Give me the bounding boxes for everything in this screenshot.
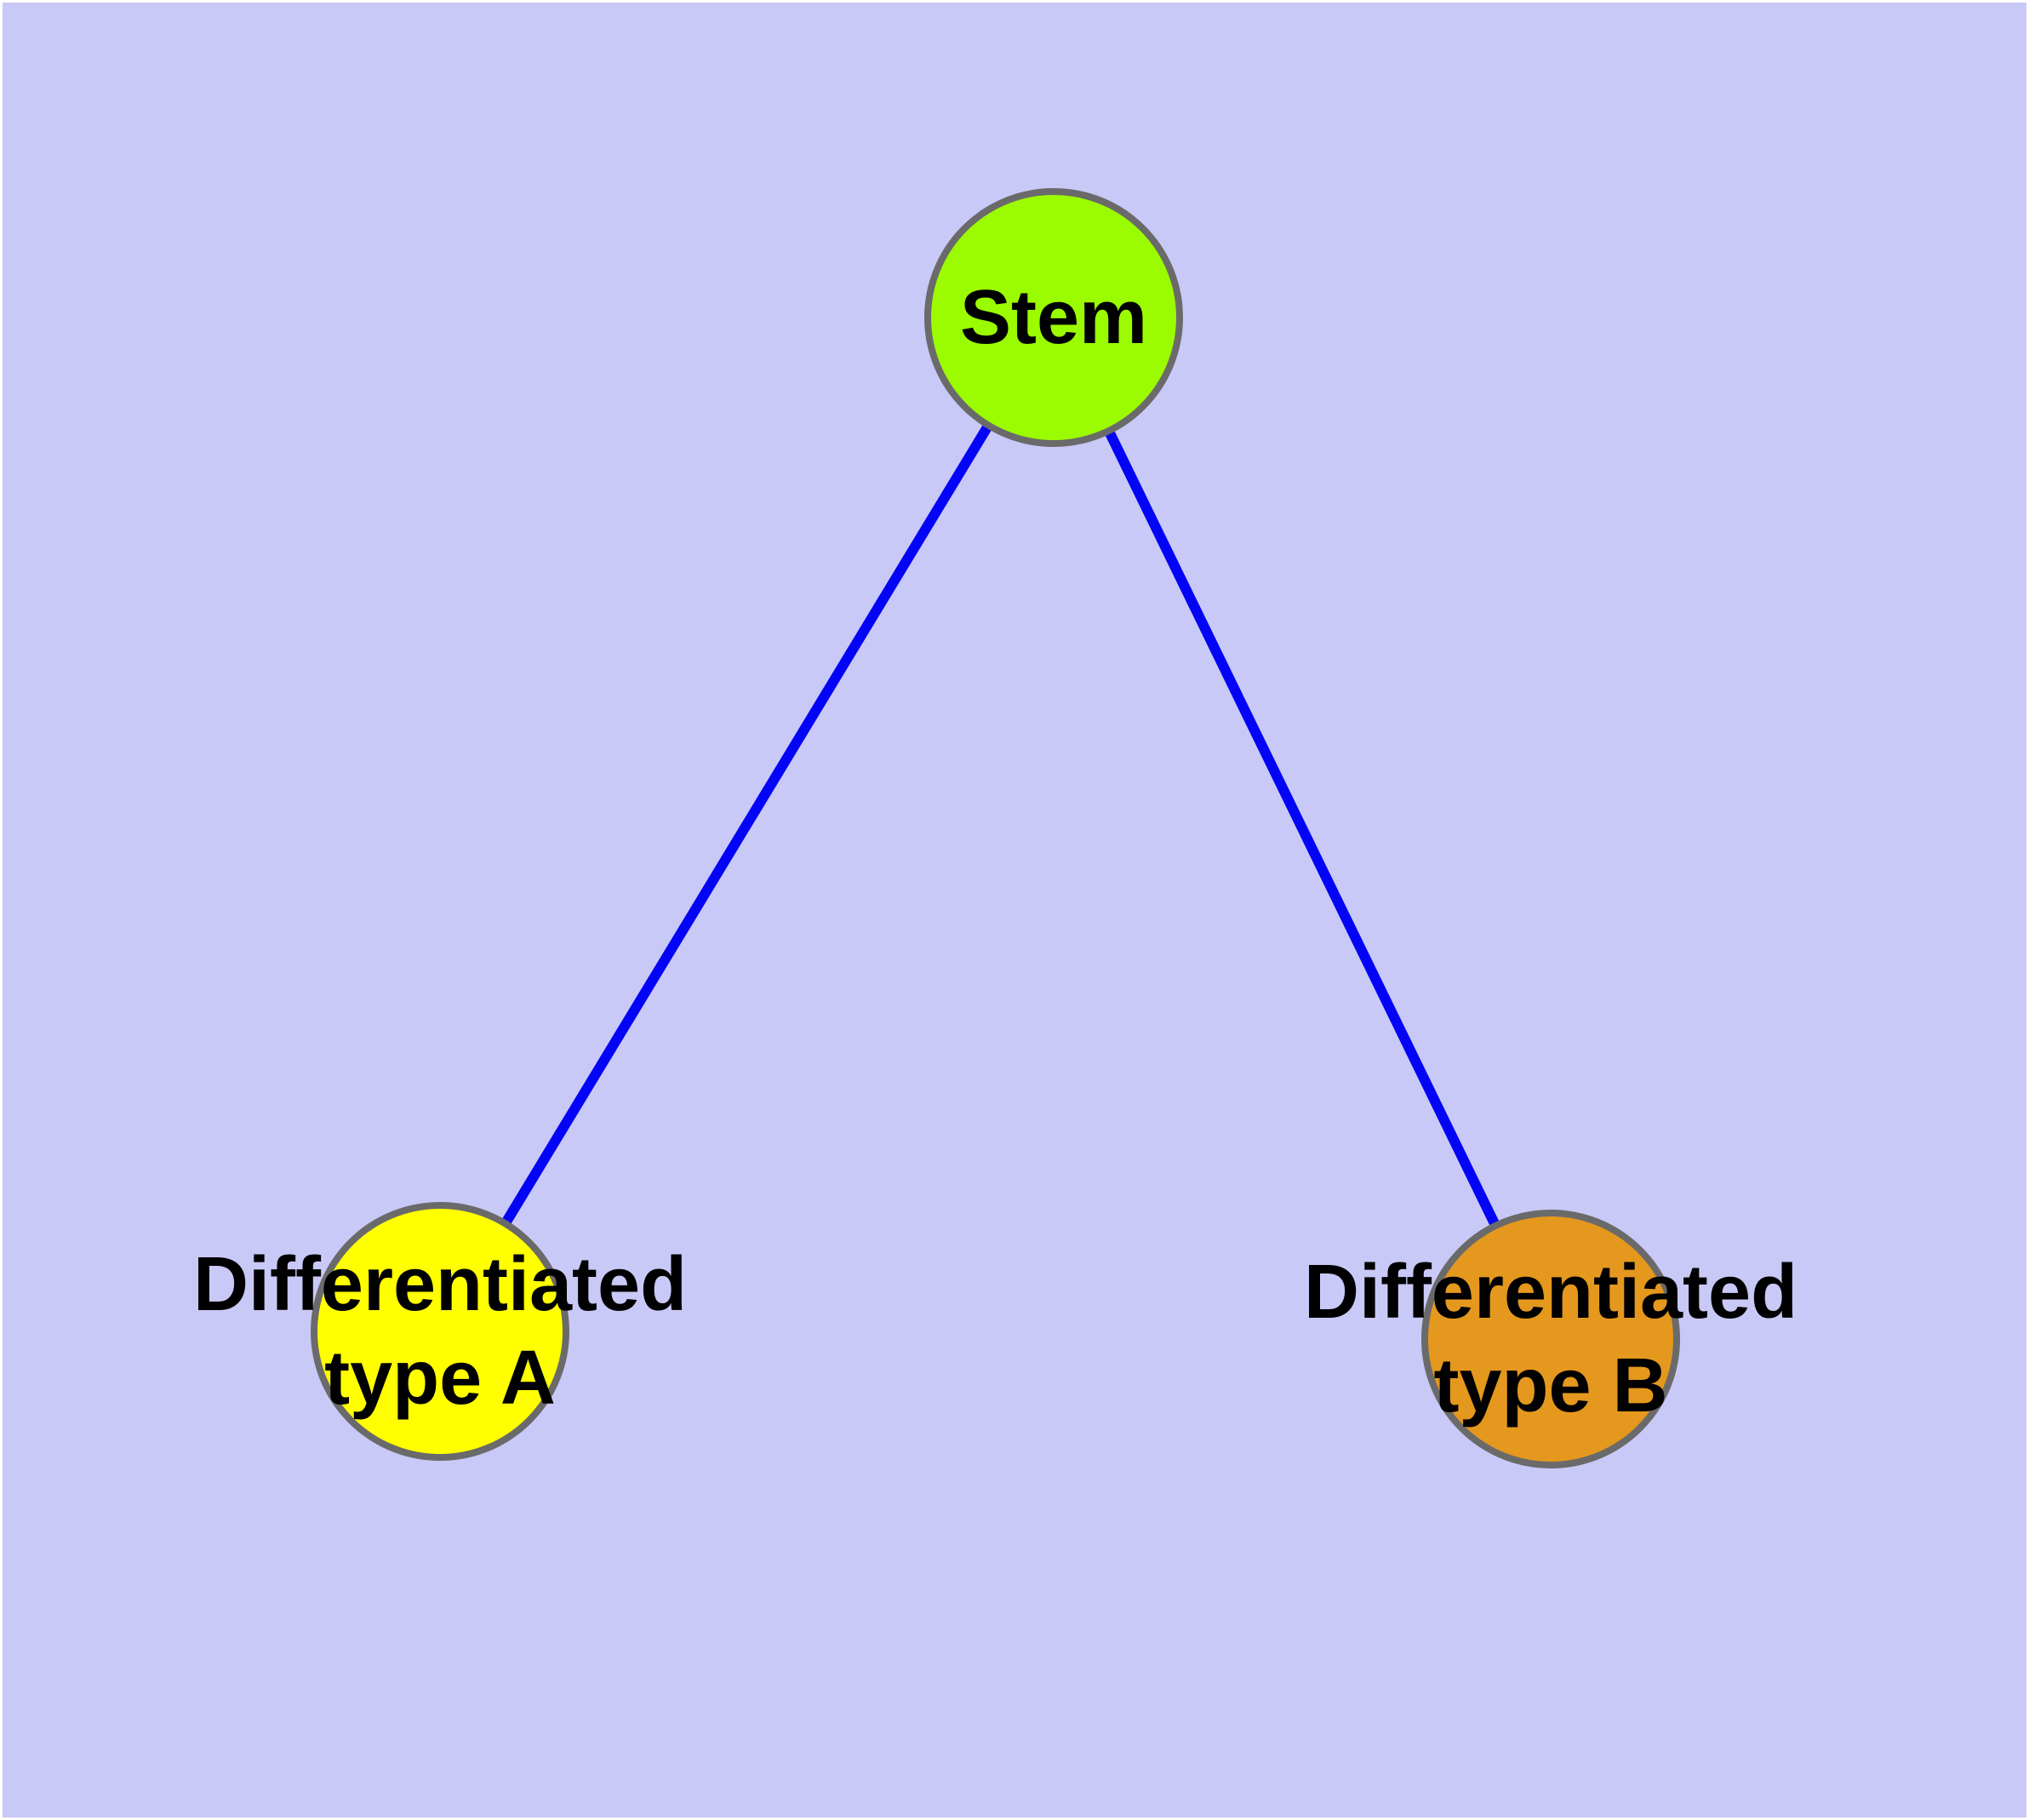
edge-layer bbox=[435, 314, 1556, 1342]
node-stem-label: Stem bbox=[960, 271, 1147, 364]
edge-stem-to-type-b bbox=[1049, 315, 1556, 1342]
node-type-a-label-line1: Differentiated bbox=[192, 1242, 688, 1327]
node-type-b-label-line1: Differentiated bbox=[1303, 1250, 1798, 1335]
node-type-a-label-line2: type A bbox=[324, 1336, 556, 1421]
node-stem: Stem bbox=[924, 188, 1183, 447]
edge-stem-to-type-a bbox=[435, 314, 1059, 1335]
node-type-b-label: Differentiated type B bbox=[1304, 1245, 1798, 1433]
node-differentiated-type-a: Differentiated type A bbox=[193, 1202, 687, 1461]
node-type-a-label: Differentiated type A bbox=[193, 1238, 687, 1425]
node-type-b-label-line2: type B bbox=[1433, 1343, 1668, 1428]
node-stem-label-text: Stem bbox=[959, 275, 1148, 360]
node-differentiated-type-b: Differentiated type B bbox=[1304, 1210, 1798, 1468]
